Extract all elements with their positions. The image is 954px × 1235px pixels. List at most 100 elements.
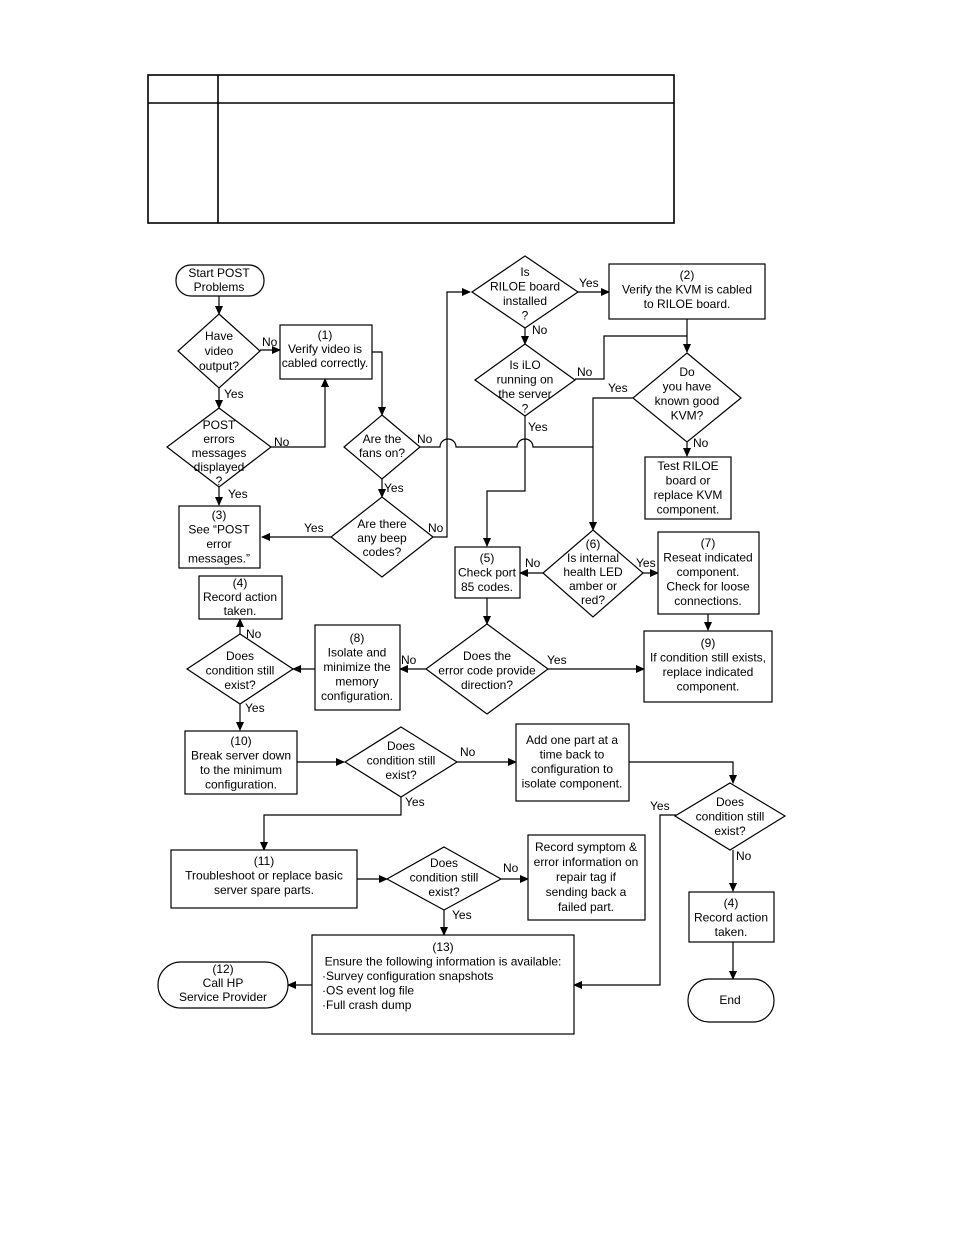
cond2-yes-label: Yes: [405, 795, 425, 809]
test-riloe-text-line: component.: [657, 503, 720, 517]
known-good-kvm-decision: [632, 352, 742, 443]
error-no-label: No: [401, 653, 417, 667]
cond1-no-label: No: [246, 627, 262, 641]
ilo-yes-label: Yes: [528, 420, 548, 434]
health-no-label: No: [525, 556, 541, 570]
beep-no-label: No: [428, 521, 444, 535]
isolate-memory-box: [314, 624, 401, 711]
record-symptom-box: [527, 834, 646, 921]
troubleshoot-text-line: Troubleshoot or replace basic: [185, 869, 343, 883]
replace9-text-line: (9): [701, 636, 716, 650]
check-port-box: [454, 546, 521, 599]
end-text-line: End: [719, 993, 740, 1007]
cond2-no-label: No: [460, 745, 476, 759]
start-text-line: Start POST: [188, 266, 250, 280]
error-yes-label: Yes: [547, 653, 567, 667]
ensure-text-line: Ensure the following information is avai…: [325, 955, 562, 969]
fans-no-label: No: [417, 432, 433, 446]
replace9-text-line: component.: [677, 680, 740, 694]
connectors: [215, 288, 737, 989]
record-symptom-text-line: sending back a: [546, 885, 627, 899]
riloe-q-text-line: installed: [503, 294, 547, 308]
health-q-text-line: (6): [586, 537, 601, 551]
health-yes-label: Yes: [636, 556, 656, 570]
reseat-text-line: Reseat indicated: [663, 551, 752, 565]
video-output-decision: [177, 313, 261, 389]
error-code-direction-decision: [424, 623, 550, 715]
kvm-yes-label: Yes: [608, 381, 628, 395]
isolate-mem-text-line: minimize the: [323, 660, 391, 674]
record1-text-line: Record action: [203, 590, 277, 604]
riloe-no-label: No: [532, 323, 548, 337]
troubleshoot-text-line: server spare parts.: [214, 883, 314, 897]
post-err-q-text-line: errors: [203, 432, 234, 446]
kvm-q-text-line: known good: [655, 394, 720, 408]
record1-text-line: (4): [233, 576, 248, 590]
beep-yes-label: Yes: [304, 521, 324, 535]
record2-text-line: Record action: [694, 911, 768, 925]
record-symptom-text-line: repair tag if: [556, 870, 617, 884]
test-riloe-text-line: board or: [666, 474, 711, 488]
cond-q1-text-line: Does: [226, 649, 254, 663]
check-port-text-line: Check port: [458, 566, 517, 580]
replace9-text-line: If condition still exists,: [650, 651, 766, 665]
verify-kvm-text-line: to RILOE board.: [644, 297, 731, 311]
test-riloe-box: [644, 456, 732, 520]
record-action-box-1: [198, 575, 283, 620]
add-part-text-line: isolate component.: [522, 777, 623, 791]
ensure-text-line: ·Survey configuration snapshots: [322, 969, 493, 983]
video-q-text-line: video: [205, 344, 234, 358]
error-q-text-line: error code provide: [438, 664, 536, 678]
ilo-q-text-line: Is iLO: [509, 358, 540, 372]
condition-exists-decision-3: [673, 782, 787, 851]
fans-q-text-line: fans on?: [359, 446, 405, 460]
health-q-text-line: health LED: [563, 565, 623, 579]
cond-q3-text-line: exist?: [714, 824, 746, 838]
break-down-text-line: to the minimum: [200, 763, 282, 777]
check-port-text-line: 85 codes.: [461, 580, 513, 594]
post-err-q-text-line: messages: [192, 446, 247, 460]
condition-exists-decision-2: [343, 726, 459, 798]
record2-text-line: (4): [724, 896, 739, 910]
nodes-layer: [157, 255, 787, 1035]
add-part-text-line: configuration to: [531, 762, 613, 776]
break-down-box: [184, 730, 298, 795]
post-no-label: No: [274, 435, 290, 449]
record-symptom-text-line: Record symptom &: [535, 840, 637, 854]
troubleshoot-box: [170, 849, 358, 909]
isolate-mem-text-line: memory: [335, 675, 378, 689]
ensure-text-line: (13): [432, 940, 453, 954]
see-post-text-line: See “POST: [188, 523, 250, 537]
kvm-q-text-line: KVM?: [671, 409, 704, 423]
break-down-text-line: configuration.: [205, 778, 277, 792]
ensure-info-box: [311, 934, 575, 1035]
verify-video-text-line: (1): [318, 328, 333, 342]
verify-kvm-box: [608, 263, 766, 320]
riloe-q-text-line: RILOE board: [490, 280, 560, 294]
see-post-box: [178, 505, 261, 569]
post-err-q-text-line: displayed: [194, 460, 245, 474]
replace-component-box: [643, 630, 773, 703]
kvm-no-label: No: [693, 436, 709, 450]
post-yes-label: Yes: [228, 487, 248, 501]
troubleshoot-text-line: (11): [254, 854, 274, 868]
record-action-box-2: [688, 891, 775, 943]
cond-q3-text-line: condition still: [696, 810, 765, 824]
ilo-q-text-line: running on: [497, 373, 554, 387]
test-riloe-text-line: Test RILOE: [657, 459, 718, 473]
replace9-text-line: replace indicated: [663, 665, 754, 679]
fans-q-text-line: Are the: [363, 432, 402, 446]
end-terminator: [687, 978, 775, 1023]
riloe-q-text-line: Is: [520, 265, 529, 279]
verify-kvm-text-line: (2): [680, 268, 695, 282]
fans-on-decision: [343, 414, 421, 480]
cond1-yes-label: Yes: [245, 701, 265, 715]
record2-text-line: taken.: [715, 925, 748, 939]
beep-q-text-line: Are there: [357, 517, 407, 531]
test-riloe-text-line: replace KVM: [654, 488, 723, 502]
error-q-text-line: Does the: [463, 649, 511, 663]
see-post-text-line: error: [206, 537, 231, 551]
riloe-q-text-line: ?: [522, 309, 529, 323]
call-hp-terminator: [157, 961, 289, 1009]
cond-q3-text-line: Does: [716, 795, 744, 809]
